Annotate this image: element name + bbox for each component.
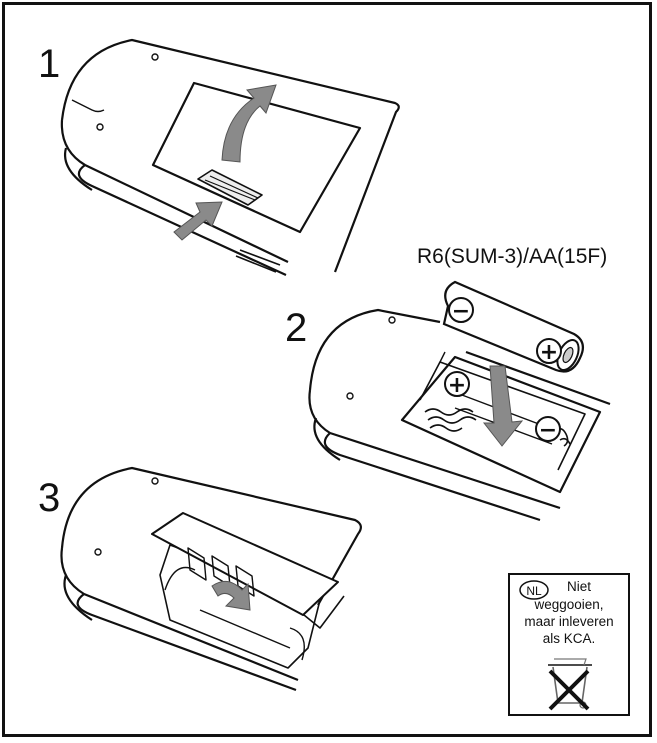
step-number-2: 2	[285, 306, 308, 350]
step-number-1: 1	[38, 42, 61, 86]
step3-close-arrow	[211, 580, 251, 611]
battery-plus-symbol: +	[540, 340, 558, 365]
nl-notice-graphics: NL	[519, 580, 592, 711]
nl-badge-oval	[519, 580, 549, 600]
compartment-minus-icon	[535, 416, 561, 442]
step1-push-arrow	[173, 201, 223, 241]
compartment-minus-symbol: −	[539, 418, 557, 443]
step3-remote	[60, 466, 362, 692]
nl-notice-line1: Niet	[566, 579, 591, 594]
compartment-plus-icon	[444, 371, 470, 397]
crossed-bin-icon	[548, 658, 592, 711]
battery-minus-symbol: −	[452, 299, 470, 324]
compartment-plus-symbol: +	[448, 373, 466, 398]
nl-notice-line2: weggooien,	[534, 597, 604, 612]
battery-type-label: R6(SUM-3)/AA(15F)	[417, 245, 608, 268]
nl-recycling-notice: NL Niet weggooien, maar inleveren als KC…	[508, 573, 630, 716]
nl-notice-line4: als KCA.	[542, 631, 596, 646]
battery-minus-icon	[448, 297, 474, 323]
step1-lift-arrow	[221, 84, 277, 163]
step1-remote	[60, 38, 400, 276]
battery-plus-icon	[536, 338, 562, 364]
step2-insert-arrow	[482, 365, 524, 447]
nl-badge-text: NL	[526, 584, 542, 598]
step-number-3: 3	[38, 476, 61, 520]
nl-notice-line3: maar inleveren	[524, 614, 614, 629]
